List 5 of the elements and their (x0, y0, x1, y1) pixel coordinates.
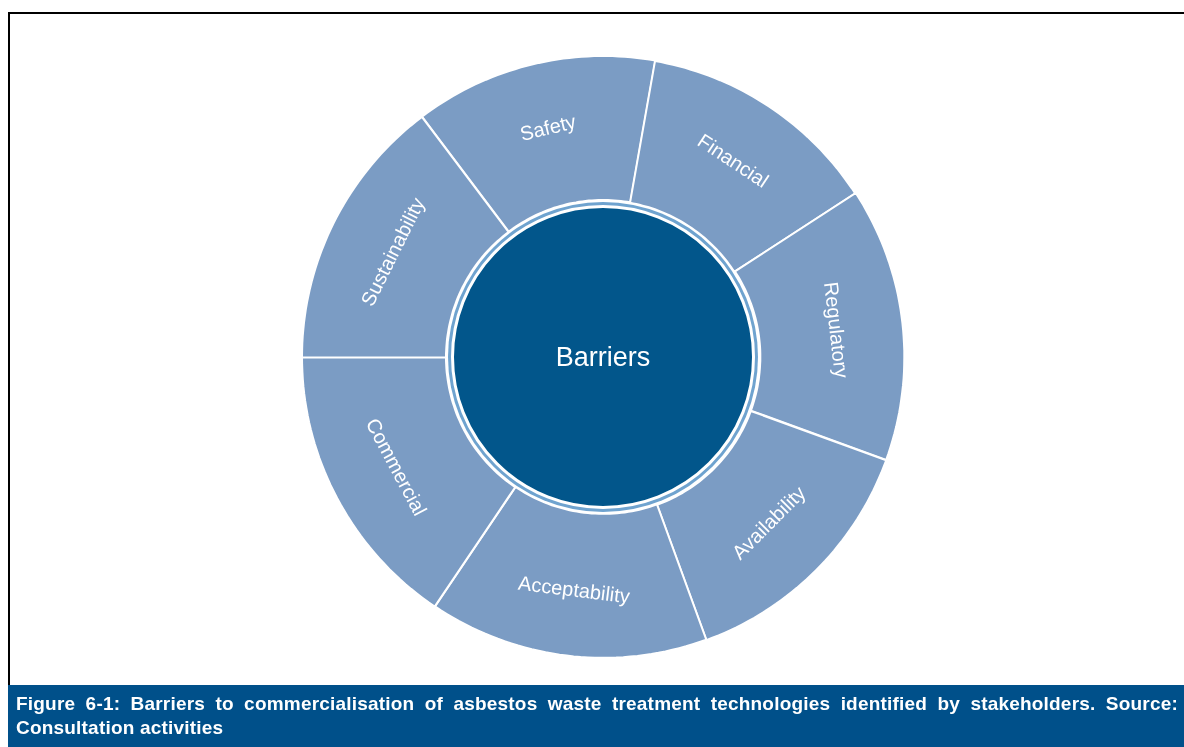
segment-label: Safety (517, 110, 579, 147)
figure-caption: Figure 6-1: Barriers to commercialisation of asbestos waste treatment technologies identified by stakeholders. Source: Consultation activities (8, 685, 1184, 747)
center-label: Barriers (555, 341, 651, 373)
segment-label: Regulatory (819, 281, 854, 380)
segment-label: Acceptability (517, 572, 632, 609)
